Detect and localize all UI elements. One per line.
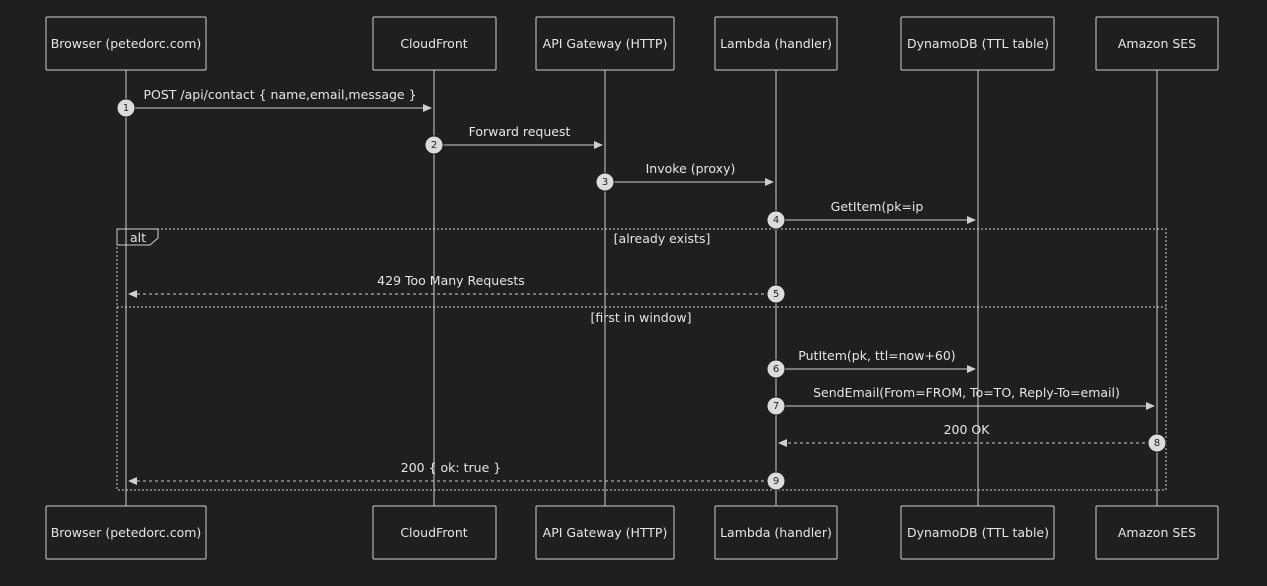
sequence-number-label-5: 5 bbox=[773, 289, 779, 300]
arrowhead-6 bbox=[967, 365, 976, 373]
sequence-number-label-3: 3 bbox=[602, 177, 608, 188]
actor-label-lambda-top: Lambda (handler) bbox=[720, 36, 832, 51]
actor-label-apigw-top: API Gateway (HTTP) bbox=[543, 36, 668, 51]
sequence-number-label-6: 6 bbox=[773, 364, 779, 375]
actor-box-apigw-top bbox=[535, 16, 675, 71]
message-label-5: 429 Too Many Requests bbox=[377, 273, 525, 288]
message-4: GetItem(pk=ip 4 bbox=[766, 199, 976, 230]
message-label-3: Invoke (proxy) bbox=[646, 161, 736, 176]
message-label-4: GetItem(pk=ip bbox=[831, 199, 924, 214]
actor-label-cloudfront-bottom: CloudFront bbox=[400, 525, 467, 540]
alt-frame-border bbox=[116, 228, 1167, 491]
arrowhead-1 bbox=[423, 104, 432, 112]
messages: POST /api/contact { name,email,message }… bbox=[116, 87, 1167, 491]
message-3: Invoke (proxy) 3 bbox=[595, 161, 774, 192]
actor-box-lambda-top bbox=[714, 16, 838, 71]
actor-box-cloudfront-bottom bbox=[372, 505, 497, 560]
message-6: PutItem(pk, ttl=now+60) 6 bbox=[766, 348, 976, 379]
message-7: SendEmail(From=FROM, To=TO, Reply-To=ema… bbox=[766, 385, 1155, 416]
sequence-number-1 bbox=[116, 98, 136, 118]
actor-box-cloudfront-top bbox=[372, 16, 497, 71]
arrowhead-7 bbox=[1146, 402, 1155, 410]
actor-box-dynamodb-top bbox=[900, 16, 1055, 71]
sequence-number-5 bbox=[766, 284, 786, 304]
alt-frame-tab bbox=[116, 228, 159, 246]
message-label-9: 200 { ok: true } bbox=[401, 460, 501, 475]
message-label-1: POST /api/contact { name,email,message } bbox=[143, 87, 416, 102]
message-label-2: Forward request bbox=[469, 124, 571, 139]
actor-label-lambda-bottom: Lambda (handler) bbox=[720, 525, 832, 540]
actor-label-cloudfront-top: CloudFront bbox=[400, 36, 467, 51]
arrowhead-3 bbox=[765, 178, 774, 186]
actor-label-browser-top: Browser (petedorc.com) bbox=[51, 36, 202, 51]
arrowhead-4 bbox=[967, 216, 976, 224]
sequence-number-label-7: 7 bbox=[773, 401, 779, 412]
actors: Browser (petedorc.com) Browser (petedorc.… bbox=[45, 16, 1219, 560]
message-label-7: SendEmail(From=FROM, To=TO, Reply-To=ema… bbox=[813, 385, 1120, 400]
message-8: 200 OK 8 bbox=[778, 422, 1167, 453]
sequence-number-2 bbox=[424, 135, 444, 155]
sequence-number-8 bbox=[1147, 433, 1167, 453]
sequence-number-4 bbox=[766, 210, 786, 230]
message-1: POST /api/contact { name,email,message }… bbox=[116, 87, 432, 118]
actor-box-lambda-bottom bbox=[714, 505, 838, 560]
sequence-number-label-4: 4 bbox=[773, 215, 779, 226]
actor-box-ses-top bbox=[1095, 16, 1219, 71]
message-label-6: PutItem(pk, ttl=now+60) bbox=[798, 348, 955, 363]
lifelines bbox=[125, 70, 1158, 506]
message-label-8: 200 OK bbox=[944, 422, 991, 437]
actor-label-dynamodb-bottom: DynamoDB (TTL table) bbox=[907, 525, 1049, 540]
arrowhead-5 bbox=[128, 290, 137, 298]
actor-label-dynamodb-top: DynamoDB (TTL table) bbox=[907, 36, 1049, 51]
message-5: 429 Too Many Requests 5 bbox=[128, 273, 786, 304]
arrowhead-8 bbox=[778, 439, 787, 447]
alt-frame-keyword: alt bbox=[130, 230, 146, 245]
sequence-number-label-9: 9 bbox=[773, 476, 779, 487]
arrowhead-2 bbox=[594, 141, 603, 149]
alt-condition-first-in-window: [first in window] bbox=[591, 310, 692, 325]
actor-box-browser-bottom bbox=[45, 505, 207, 560]
actor-box-apigw-bottom bbox=[535, 505, 675, 560]
message-9: 200 { ok: true } 9 bbox=[128, 460, 786, 491]
actor-label-ses-top: Amazon SES bbox=[1118, 36, 1196, 51]
alt-frame: alt [already exists] [first in window] bbox=[116, 228, 1167, 491]
actor-label-apigw-bottom: API Gateway (HTTP) bbox=[543, 525, 668, 540]
sequence-number-9 bbox=[766, 471, 786, 491]
sequence-number-7 bbox=[766, 396, 786, 416]
actor-label-ses-bottom: Amazon SES bbox=[1118, 525, 1196, 540]
sequence-number-3 bbox=[595, 172, 615, 192]
actor-box-browser-top bbox=[45, 16, 207, 71]
sequence-number-label-1: 1 bbox=[123, 103, 129, 114]
message-2: Forward request 2 bbox=[424, 124, 603, 155]
arrowhead-9 bbox=[128, 477, 137, 485]
sequence-number-6 bbox=[766, 359, 786, 379]
actor-box-dynamodb-bottom bbox=[900, 505, 1055, 560]
actor-label-browser-bottom: Browser (petedorc.com) bbox=[51, 525, 202, 540]
sequence-number-label-2: 2 bbox=[431, 140, 437, 151]
alt-condition-already-exists: [already exists] bbox=[614, 231, 711, 246]
actor-box-ses-bottom bbox=[1095, 505, 1219, 560]
sequence-number-label-8: 8 bbox=[1154, 438, 1160, 449]
